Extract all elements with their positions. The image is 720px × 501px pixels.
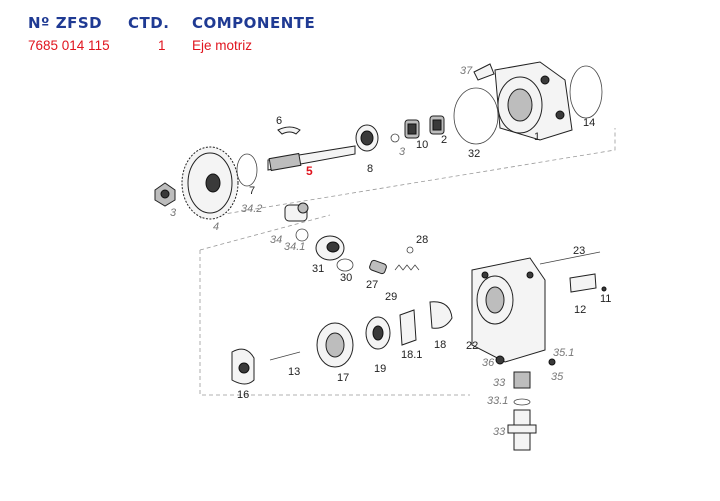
callout-17: 17 [337,372,349,384]
callout-19: 19 [374,363,386,375]
screw-35 [548,358,556,366]
seal-ring-32 [453,87,499,145]
callout-36: 36 [482,357,495,369]
callout-12: 12 [574,304,586,316]
callout-27: 27 [366,279,378,291]
callout-10: 10 [416,139,428,151]
callout-14: 14 [583,117,595,129]
callout-33-1: 33.1 [487,395,508,407]
callout-3b: 3 [170,207,177,219]
valve-27 [369,259,387,275]
rotor-17 [316,322,354,368]
ring-3 [390,133,400,143]
callout-32: 32 [468,148,480,160]
shaft-part [267,145,356,172]
spring-29 [394,264,420,271]
bearing-10 [404,119,420,139]
row-ctd: 1 [158,38,166,53]
callout-23: 23 [573,245,585,257]
callout-3: 3 [399,146,406,158]
snap-ring-7 [236,153,258,187]
bracket-37 [473,63,495,81]
guide-line-upper [199,128,616,219]
callout-2: 2 [441,134,447,146]
end-plate-16 [231,348,255,385]
row-componente: Eje motriz [192,38,253,53]
callout-35: 35 [551,371,564,383]
header-ctd: CTD. [128,14,170,32]
callout-30: 30 [340,272,352,284]
callout-34: 34 [270,234,282,246]
callout-16: 16 [237,389,249,401]
seal-33-1 [513,398,531,406]
plug-36 [495,355,505,365]
callout-5: 5 [306,164,313,178]
callout-37: 37 [460,65,473,77]
callout-18: 18 [434,339,446,351]
pump-housing [471,257,546,363]
cover-part [494,61,573,141]
callout-34-2: 34.2 [241,203,262,215]
plate-18-1 [399,309,417,346]
callout-29: 29 [385,291,397,303]
callout-6: 6 [276,115,282,127]
guide-line-mid [199,214,331,251]
callout-8: 8 [367,163,373,175]
header-zfsd: Nº ZFSD [28,14,103,32]
row-zfsd: 7685 014 115 [28,38,110,53]
plate-12 [569,273,597,293]
nut-3 [154,182,176,207]
header-componente: COMPONENTE [192,14,316,32]
cam-ring-19 [365,316,391,350]
key-6 [277,126,301,135]
ball-28 [406,246,414,254]
seal-ring-14 [569,65,603,119]
callout-33: 33 [493,377,506,389]
bolt-23 [539,251,601,265]
ring-30 [336,258,354,272]
union-33 [507,409,537,451]
callout-13: 13 [288,366,300,378]
callout-22: 22 [466,340,478,352]
callout-28: 28 [416,234,428,246]
gear-4 [181,146,239,220]
bearing-8 [355,124,379,152]
valve-group-34 [284,202,309,242]
callout-31: 31 [312,263,324,275]
callout-11: 11 [600,293,611,305]
callout-35-1: 35.1 [553,347,574,359]
bearing-2 [429,115,445,135]
callout-1: 1 [534,131,540,143]
callout-33b: 33 [493,426,506,438]
callout-4: 4 [213,221,219,233]
pin-13 [269,351,301,361]
screw-11 [601,286,607,292]
callout-7: 7 [249,185,255,197]
housing-31 [315,235,345,261]
fitting-33 [513,371,531,389]
plate-18 [429,301,453,329]
callout-34-1: 34.1 [284,241,305,253]
guide-line-lower [199,250,470,396]
callout-18-1: 18.1 [401,349,422,361]
